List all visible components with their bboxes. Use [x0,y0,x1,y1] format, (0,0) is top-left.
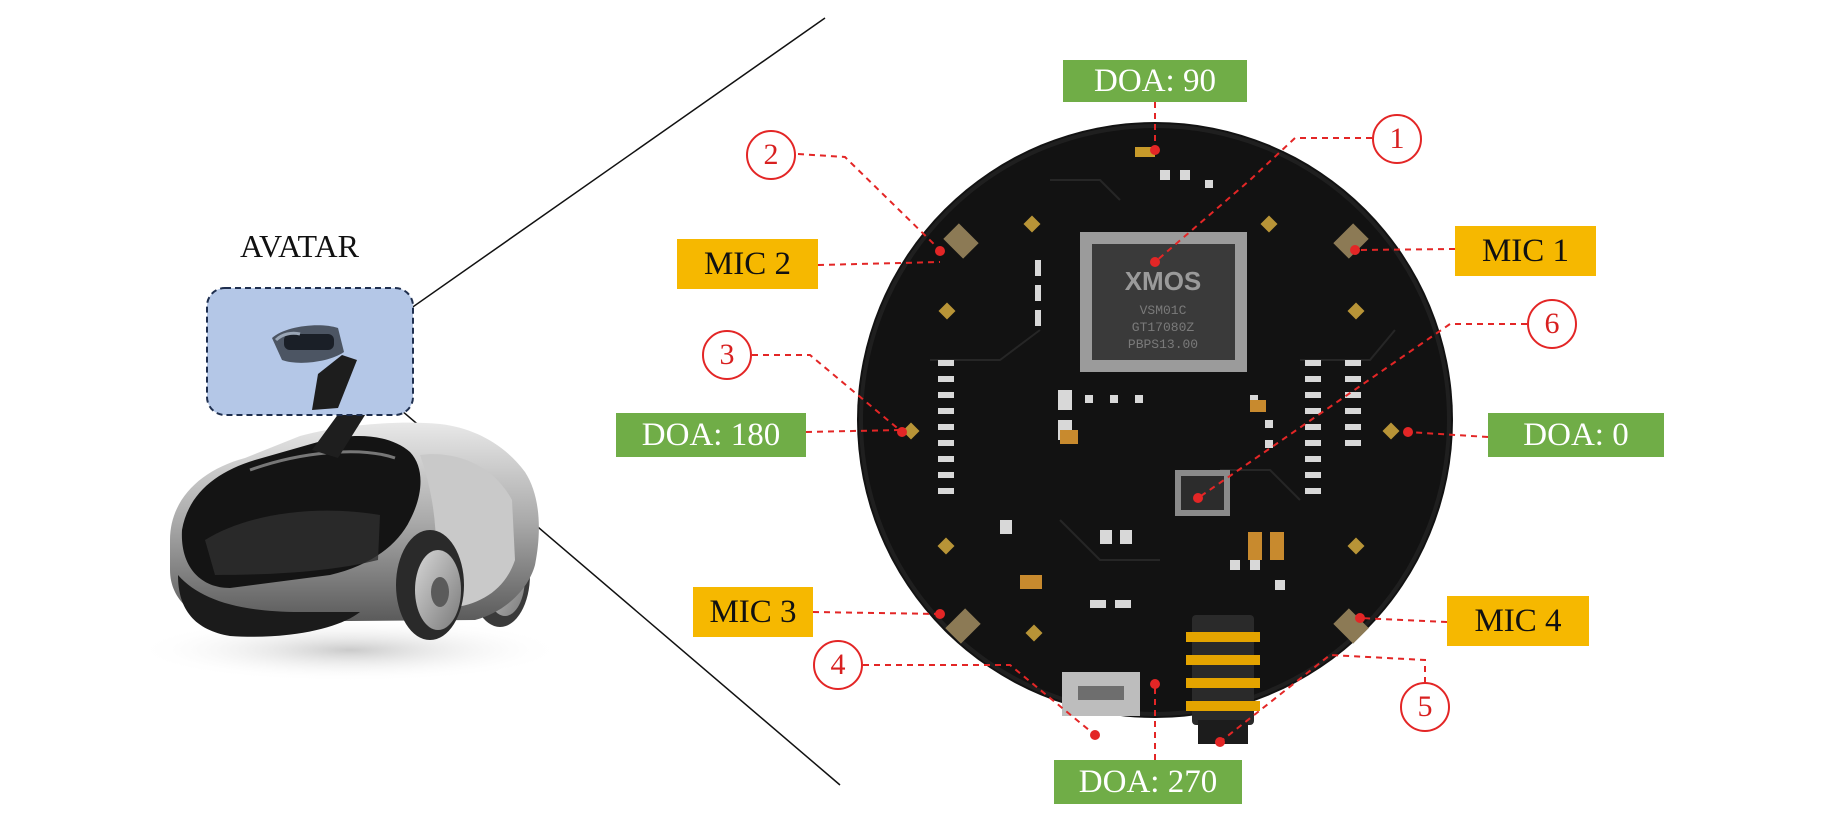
mic-4-tag: MIC 4 [1447,596,1589,646]
doa-180-tag: DOA: 180 [616,413,806,457]
callout-3: 3 [702,330,752,380]
dot-codec [1193,493,1203,503]
mic-1-tag: MIC 1 [1455,226,1596,276]
doa-90-tag: DOA: 90 [1063,60,1247,102]
leader-doa0 [1407,431,1489,438]
chip-line-2: GT17080Z [1132,320,1195,335]
leader-callout6 [1197,323,1527,499]
codec-chip [1175,470,1230,516]
dot-usb [1090,730,1100,740]
mic-2-tag: MIC 2 [677,239,818,289]
leader-mic4 [1359,617,1448,623]
leader-callout2 [797,153,941,251]
zoom-line-top [339,17,826,359]
mic-3-tag: MIC 3 [693,587,813,637]
dot-mic3 [935,609,945,619]
callout-2: 2 [746,130,796,180]
dot-doa0 [1403,427,1413,437]
leader-callout4 [863,664,1096,736]
audio-jack [1186,615,1260,744]
doa-0-tag: DOA: 0 [1488,413,1664,457]
leader-doa180 [805,429,901,433]
dot-jack [1215,737,1225,747]
chip-line-1: VSM01C [1140,303,1187,318]
dot-mic2 [935,246,945,256]
avatar-robot [135,398,565,682]
leader-mic3 [812,611,941,615]
usb-port [1062,672,1140,716]
dot-chip [1150,257,1160,267]
callout-5: 5 [1400,682,1450,732]
dot-doa90 [1150,145,1160,155]
dot-doa270 [1150,679,1160,689]
callout-1: 1 [1372,114,1422,164]
chip-brand-text: XMOS [1125,266,1202,296]
callout-6: 6 [1527,299,1577,349]
avatar-label: AVATAR [240,228,359,264]
callout-4: 4 [813,640,863,690]
chip-line-3: PBPS13.00 [1128,337,1198,352]
doa-270-tag: DOA: 270 [1054,760,1242,804]
dot-mic4 [1355,613,1365,623]
xmos-chip: XMOS VSM01C GT17080Z PBPS13.00 [1080,232,1247,372]
dot-mic1 [1350,245,1360,255]
mic-array-board: XMOS VSM01C GT17080Z PBPS13.00 [857,122,1453,744]
avatar-head [272,325,357,410]
leader-callout1 [1154,137,1372,263]
leader-mic1 [1354,248,1456,251]
dot-doa180 [897,427,907,437]
leader-mic2 [817,261,941,266]
leader-callout3 [752,354,903,433]
